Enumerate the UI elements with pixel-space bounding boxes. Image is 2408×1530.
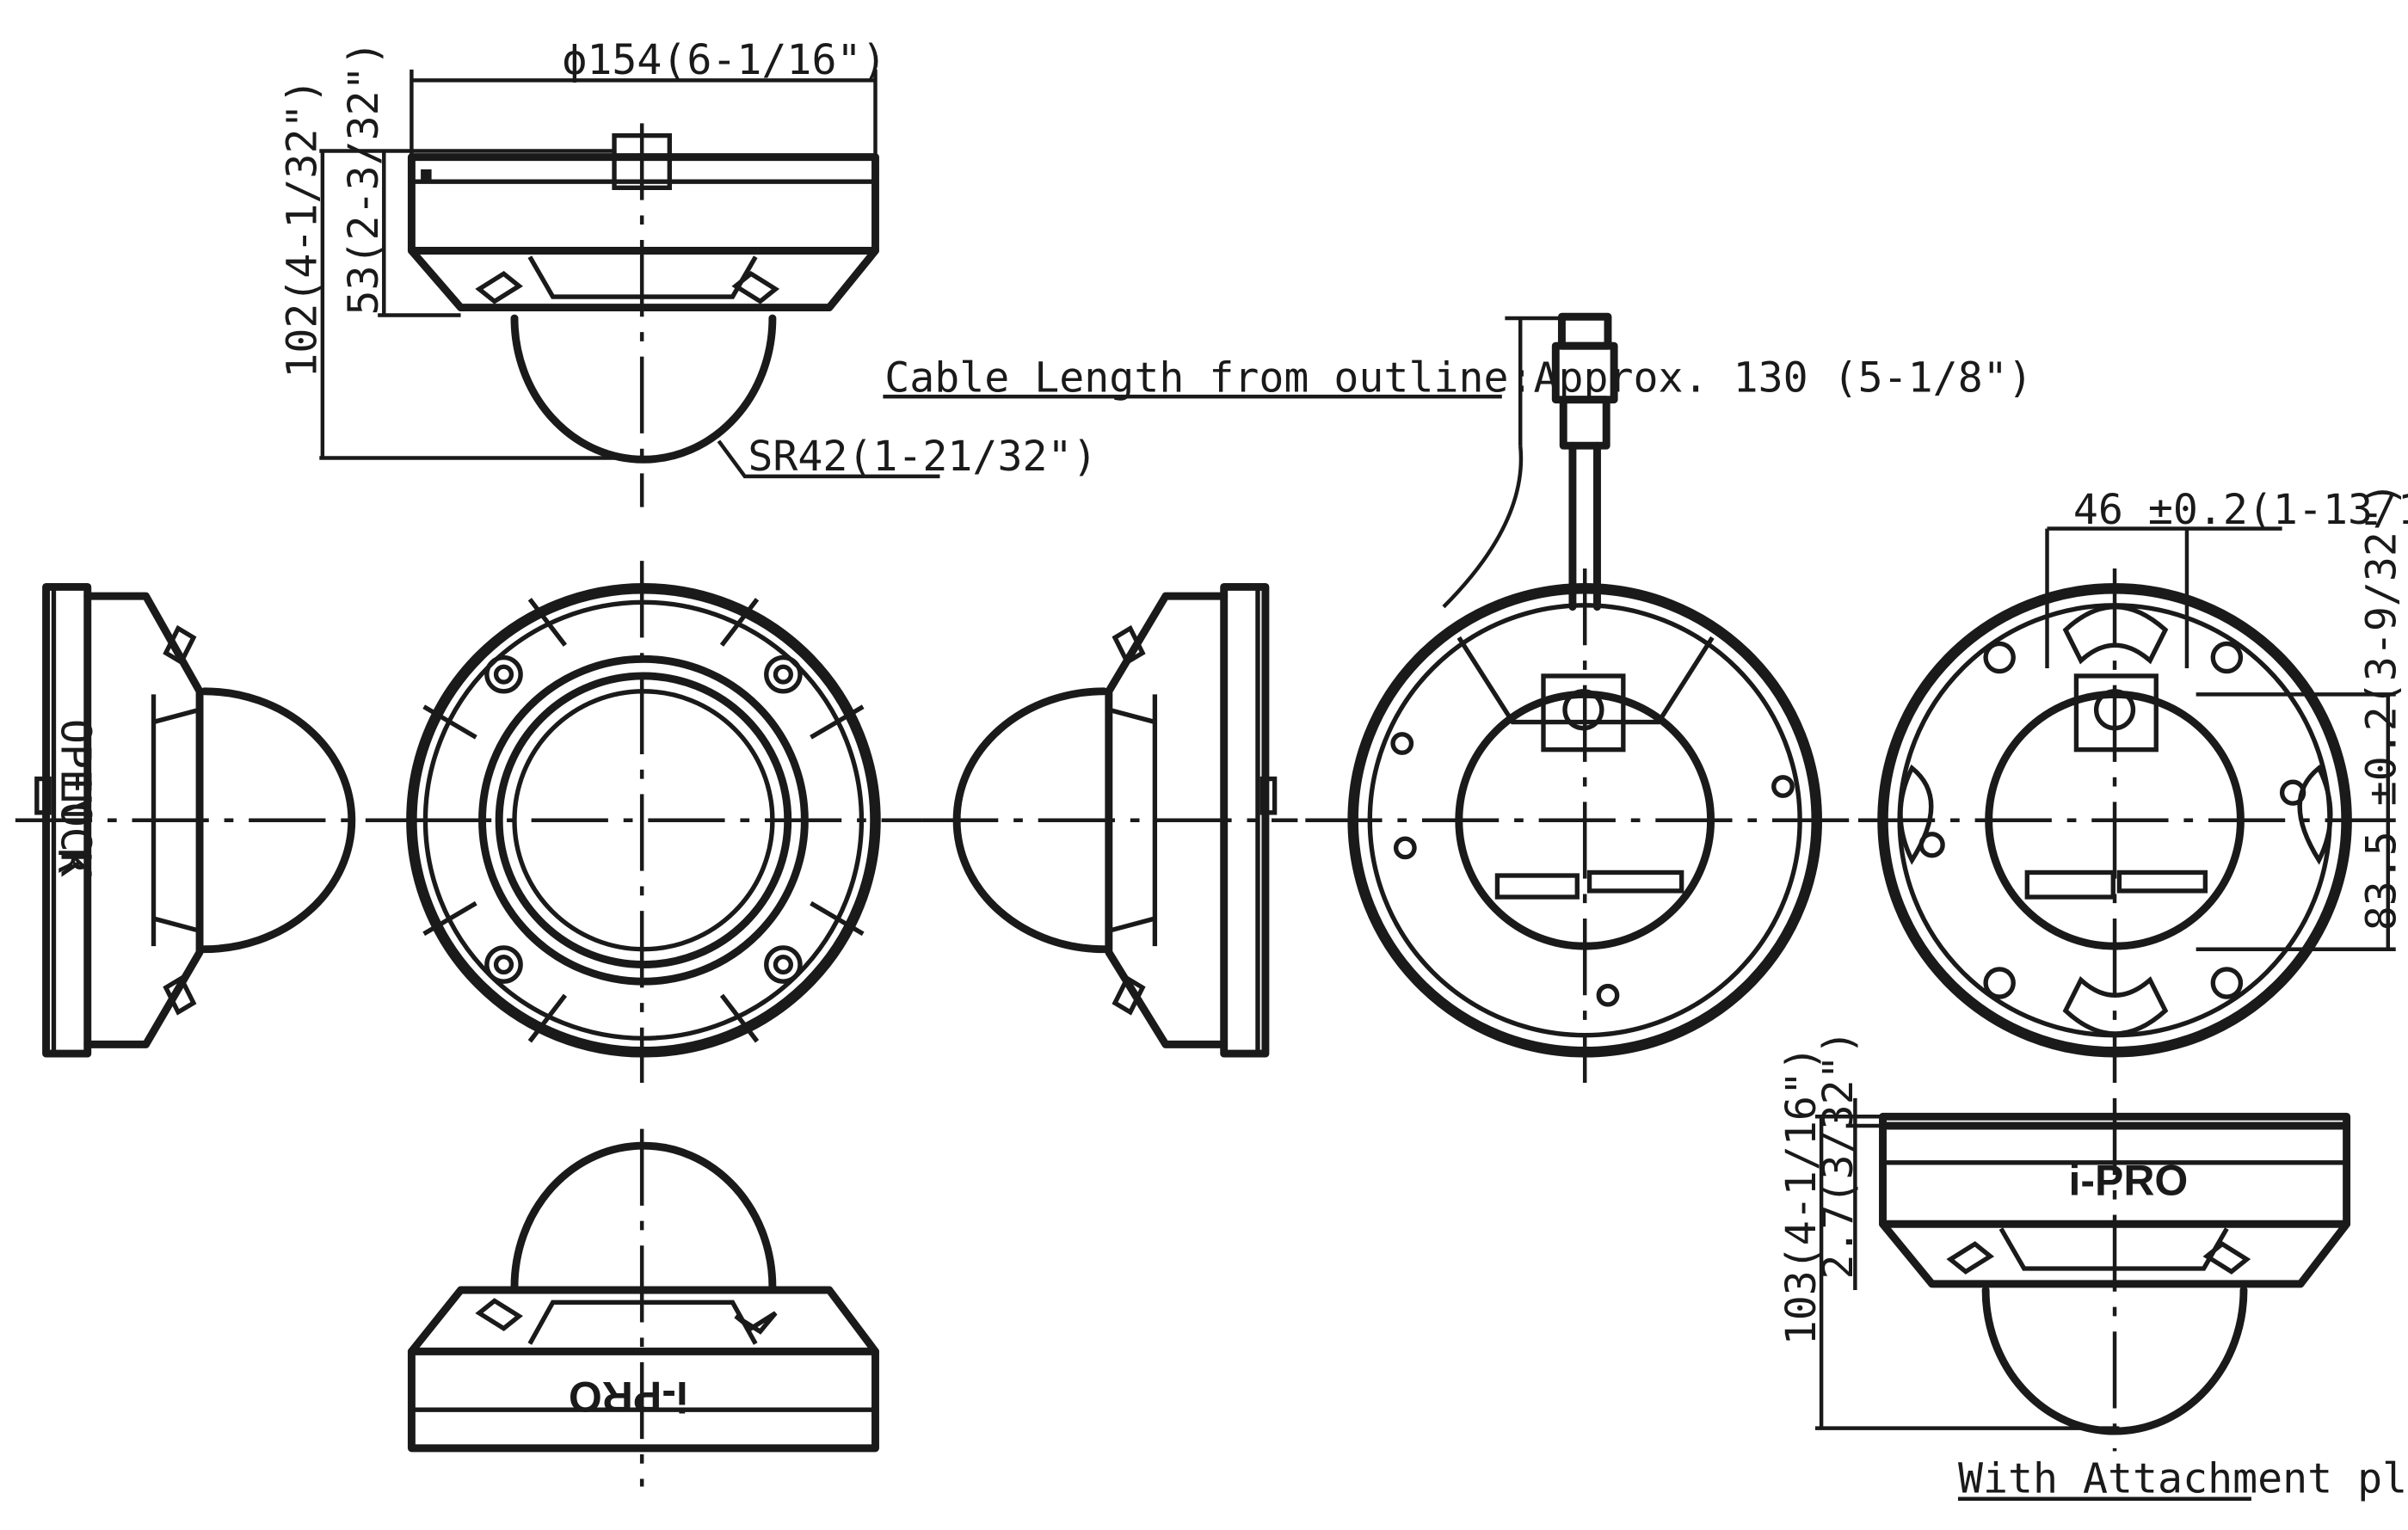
brand-logo: i-PRO	[2068, 1156, 2188, 1204]
attachment-plate-caption: With Attachment plate	[1958, 1455, 2408, 1503]
right-side-view	[921, 582, 1298, 1058]
plate-dimension-lines	[2045, 526, 2396, 951]
base-view-with-cable	[1305, 312, 1851, 1084]
top-dimension-lines	[319, 69, 940, 479]
dim-hole-spacing-vertical: 83.5 ±0.2(3-9/32")	[2358, 482, 2406, 931]
rear-elevation-view	[407, 1128, 879, 1487]
dim-hole-spacing-horizontal: 46 ±0.2(1-13/16")	[2073, 486, 2408, 534]
attachment-plate-view	[1857, 568, 2396, 1084]
dome-front-view	[406, 561, 922, 1084]
dim-plate-offset: 2.7(3/32")	[1814, 1029, 1863, 1279]
brand-logo-inverted: i-PRO	[569, 1373, 688, 1421]
dim-dome-radius: SR42(1-21/32")	[748, 433, 1097, 481]
dim-total-height: 102(4-1/32")	[279, 79, 327, 378]
dim-body-height: 53(2-3/32")	[340, 40, 388, 315]
mounting-screw	[484, 654, 803, 984]
side-mark-open: OPEN	[51, 719, 99, 819]
left-side-view	[15, 582, 415, 1058]
plate-elevation-dimension-lines	[1814, 1097, 2120, 1430]
dim-height-with-plate: 103(4-1/16")	[1777, 1046, 1826, 1345]
dim-cable-length: Cable Length from outline:Approx. 130 (5…	[884, 354, 2033, 402]
elevation-with-attachment-plate	[1879, 1097, 2351, 1452]
side-mark-r: R	[48, 848, 96, 874]
dim-width: ϕ154(6-1/16")	[562, 36, 886, 84]
cable-dimension-lines	[883, 316, 1559, 609]
side-mark-lock: LOCK	[51, 777, 99, 877]
